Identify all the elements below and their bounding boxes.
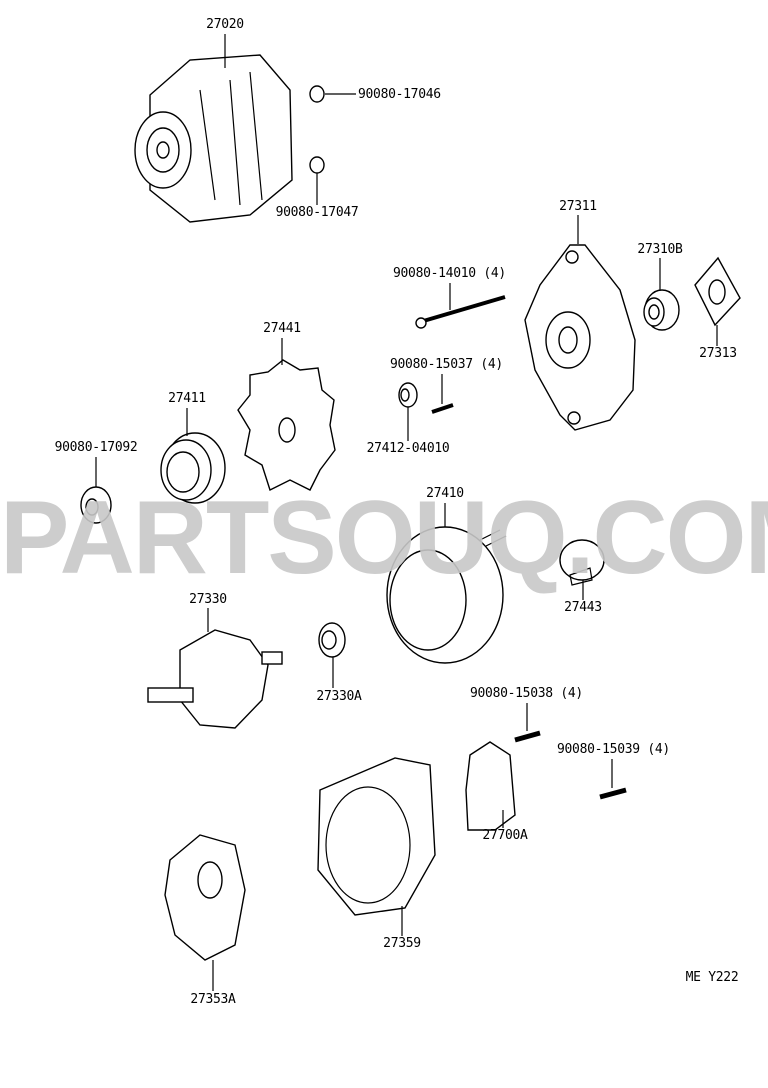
label-27330A: 27330A (316, 689, 362, 704)
part-frame-rear-end[interactable] (317, 757, 436, 936)
part-pulley[interactable] (160, 408, 226, 504)
label-27359: 27359 (383, 936, 421, 951)
part-rectifier-holder[interactable] (164, 834, 246, 991)
label-27020: 27020 (206, 17, 244, 32)
part-bolt-through[interactable] (415, 283, 506, 329)
part-screw-15039[interactable] (599, 759, 627, 800)
label-27700A: 27700A (482, 828, 528, 843)
label-27310B: 27310B (637, 242, 683, 257)
label-27410: 27410 (426, 486, 464, 501)
part-spacer-collar[interactable] (398, 382, 418, 441)
label-27313: 27313 (699, 346, 737, 361)
label-90080-14010: 90080-14010 (4) (393, 266, 506, 281)
label-90080-15038: 90080-15038 (4) (470, 686, 583, 701)
part-stator[interactable] (386, 503, 507, 664)
part-screw-15038[interactable] (514, 703, 541, 743)
part-fan[interactable] (237, 338, 336, 491)
part-insulator[interactable] (559, 539, 605, 600)
label-27441: 27441 (263, 321, 301, 336)
part-frame-drive-end[interactable] (524, 215, 636, 431)
part-bearing-front[interactable] (643, 258, 680, 331)
label-90080-15037: 90080-15037 (4) (390, 357, 503, 372)
part-nut-17092[interactable] (80, 457, 112, 524)
label-27443: 27443 (564, 600, 602, 615)
part-rotor[interactable] (147, 608, 283, 729)
label-90080-17092: 90080-17092 (54, 440, 138, 455)
label-27412-04010: 27412-04010 (366, 441, 450, 456)
label-27311: 27311 (559, 199, 597, 214)
watermark: PARTSOUQ.COM (0, 480, 768, 596)
part-regulator[interactable] (465, 741, 516, 831)
label-27353A: 27353A (190, 992, 236, 1007)
label-27330: 27330 (189, 592, 227, 607)
part-bearing-rear[interactable] (318, 622, 346, 688)
label-90080-15039: 90080-15039 (4) (557, 742, 670, 757)
part-alternator-assy[interactable] (134, 34, 293, 223)
label-90080-17047: 90080-17047 (275, 205, 359, 220)
label-90080-17046: 90080-17046 (358, 87, 441, 102)
label-27411: 27411 (168, 391, 206, 406)
part-nut-17046[interactable] (309, 85, 356, 103)
part-retainer-plate[interactable] (694, 256, 741, 346)
part-nut-17047[interactable] (309, 156, 325, 205)
part-screw-15037[interactable] (431, 374, 454, 414)
diagram-code: ME Y222 (685, 970, 739, 985)
